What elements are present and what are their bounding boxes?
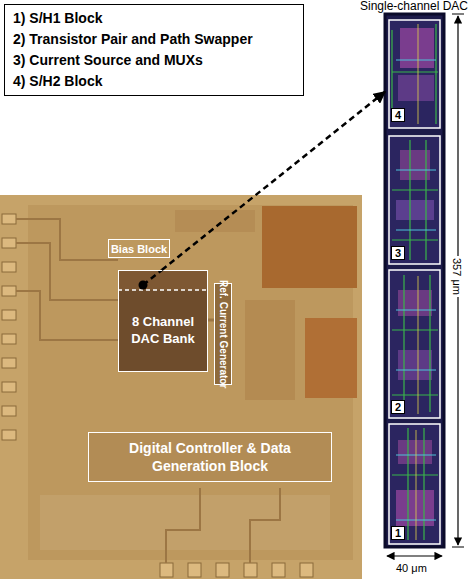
dimension-label: 40 μm [396, 562, 427, 574]
dimension-line [387, 555, 442, 556]
key-entry: 2) Transistor Pair and Path Swapper [13, 29, 295, 50]
bond-pad [2, 238, 16, 248]
layout-block [396, 490, 434, 526]
pick-dot [139, 281, 148, 290]
bond-pad [2, 382, 16, 392]
layout-wire [416, 24, 418, 540]
layout-block [396, 200, 434, 220]
trace [16, 291, 118, 340]
bond-pad [188, 563, 201, 577]
pointer-arrow [162, 92, 385, 270]
key-box: 1) S/H1 Block2) Transistor Pair and Path… [4, 4, 304, 96]
dac-bank-box: 8 Channel DAC Bank [118, 270, 208, 372]
trace [16, 219, 118, 260]
digital-region [88, 432, 332, 482]
dimension-tick [452, 14, 464, 15]
key-entry: 4) S/H2 Block [13, 71, 295, 92]
layout-block [398, 350, 432, 380]
layout-section [389, 270, 440, 418]
circuit-region [40, 495, 330, 550]
block-label-box: Bias Block [108, 239, 170, 258]
layout-section [389, 20, 440, 128]
layout-section [389, 424, 440, 544]
bond-pad [2, 262, 16, 272]
key-entry: 1) S/H1 Block [13, 8, 295, 29]
layout-section [389, 136, 440, 264]
layout-strip-box: Single-channel DAC [385, 14, 444, 547]
layout-wire [392, 24, 438, 260]
block-label: Ref. Current Generator [218, 280, 229, 388]
layout-block [400, 28, 434, 68]
callout-number: 2 [391, 400, 405, 414]
bond-pad [244, 563, 257, 577]
circuit-region [175, 210, 255, 232]
die-photo [0, 195, 362, 579]
block-label: Digital Controller & Data Generation Blo… [122, 439, 298, 475]
bond-pad [216, 563, 229, 577]
callout-number: 1 [391, 526, 405, 540]
callout-number: 4 [391, 108, 405, 122]
bond-pad [2, 430, 16, 440]
circuit-region [245, 300, 295, 400]
bond-pad [2, 406, 16, 416]
block-label: Bias Block [111, 243, 167, 255]
bond-pad [2, 358, 16, 368]
metal-plate [305, 318, 357, 398]
dimension-label: 357 μm [451, 256, 463, 297]
bond-pad [160, 563, 173, 577]
dac-bank-region [118, 270, 208, 372]
layout-strip [385, 14, 444, 547]
ref-generator-box: Ref. Current Generator [214, 283, 232, 385]
dimension-tick [452, 547, 464, 548]
layout-block [398, 75, 434, 101]
callout-number: 3 [391, 246, 405, 260]
bond-pad [272, 563, 285, 577]
bond-pad [300, 563, 313, 577]
bond-pad [2, 286, 16, 296]
layout-block [398, 440, 432, 464]
trace [166, 488, 200, 563]
key-entry: 3) Current Source and MUXs [13, 50, 295, 71]
block-label: Single-channel DAC [329, 0, 474, 13]
trace [250, 488, 280, 563]
bond-pad [2, 310, 16, 320]
divider-line [118, 289, 208, 291]
layout-wire [392, 275, 438, 540]
digital-block-box: Digital Controller & Data Generation Blo… [88, 432, 332, 482]
bond-pad [2, 214, 16, 224]
metal-plate [262, 206, 357, 288]
bias-row-region [118, 270, 208, 290]
bond-pad [2, 334, 16, 344]
layout-block [398, 290, 432, 316]
block-label: 8 Channel DAC Bank [125, 313, 201, 347]
